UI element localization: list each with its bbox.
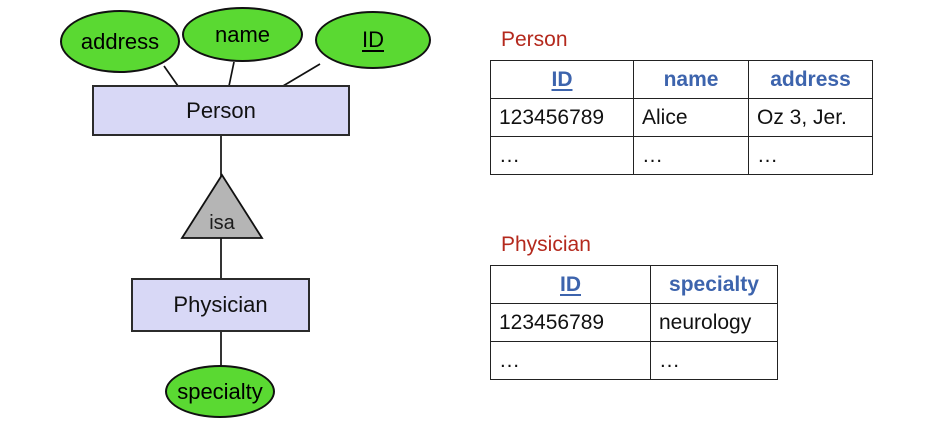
physician-table: ID specialty 123456789 neurology … … [490,265,778,380]
physician-table-section: Physician ID specialty 123456789 neurolo… [490,233,778,380]
table-cell: Alice [633,98,749,137]
attribute-label-id: ID [362,27,384,52]
connector-name-person [228,61,235,87]
entity-label-physician: Physician [173,292,268,317]
table-cell: … [748,136,873,175]
table-cell: 123456789 [490,303,651,342]
person-table: ID name address 123456789 Alice Oz 3, Je… [490,60,873,175]
attribute-label-specialty: specialty [177,378,263,404]
attribute-ellipse-id: ID [315,11,431,69]
table-cell: neurology [650,303,778,342]
table-cell: 123456789 [490,98,634,137]
isa-label: isa [209,212,235,234]
attribute-ellipse-name: name [182,7,303,62]
er-connectors [163,61,321,367]
person-table-title: Person [501,28,568,51]
table-cell: Oz 3, Jer. [748,98,873,137]
connector-id-person [282,63,321,87]
entity-label-person: Person [186,97,256,123]
attribute-ellipse-specialty: specialty [165,365,275,418]
table-row: 123456789 neurology [490,303,778,342]
person-table-section: Person ID name address 123456789 Alice O… [490,28,873,175]
physician-header-specialty: specialty [650,265,778,304]
attribute-ellipse-address: address [60,10,180,73]
physician-header-id: ID [490,265,651,304]
person-header-name: name [633,60,749,99]
entity-box-physician: Physician [131,278,310,332]
table-row: … … [490,341,778,380]
isa-triangle [180,173,264,239]
table-cell: … [650,341,778,380]
person-header-address: address [748,60,873,99]
person-header-id: ID [490,60,634,99]
physician-table-title: Physician [501,233,591,256]
table-row: 123456789 Alice Oz 3, Jer. [490,98,873,137]
table-cell: … [490,341,651,380]
table-row: … … … [490,136,873,175]
table-header-row: ID name address [490,60,873,99]
entity-box-person: Person [92,85,350,136]
attribute-label-name: name [214,21,271,47]
table-header-row: ID specialty [490,265,778,304]
table-cell: … [633,136,749,175]
connector-address-person [163,65,179,87]
attribute-label-address: address [80,28,160,54]
table-cell: … [490,136,634,175]
